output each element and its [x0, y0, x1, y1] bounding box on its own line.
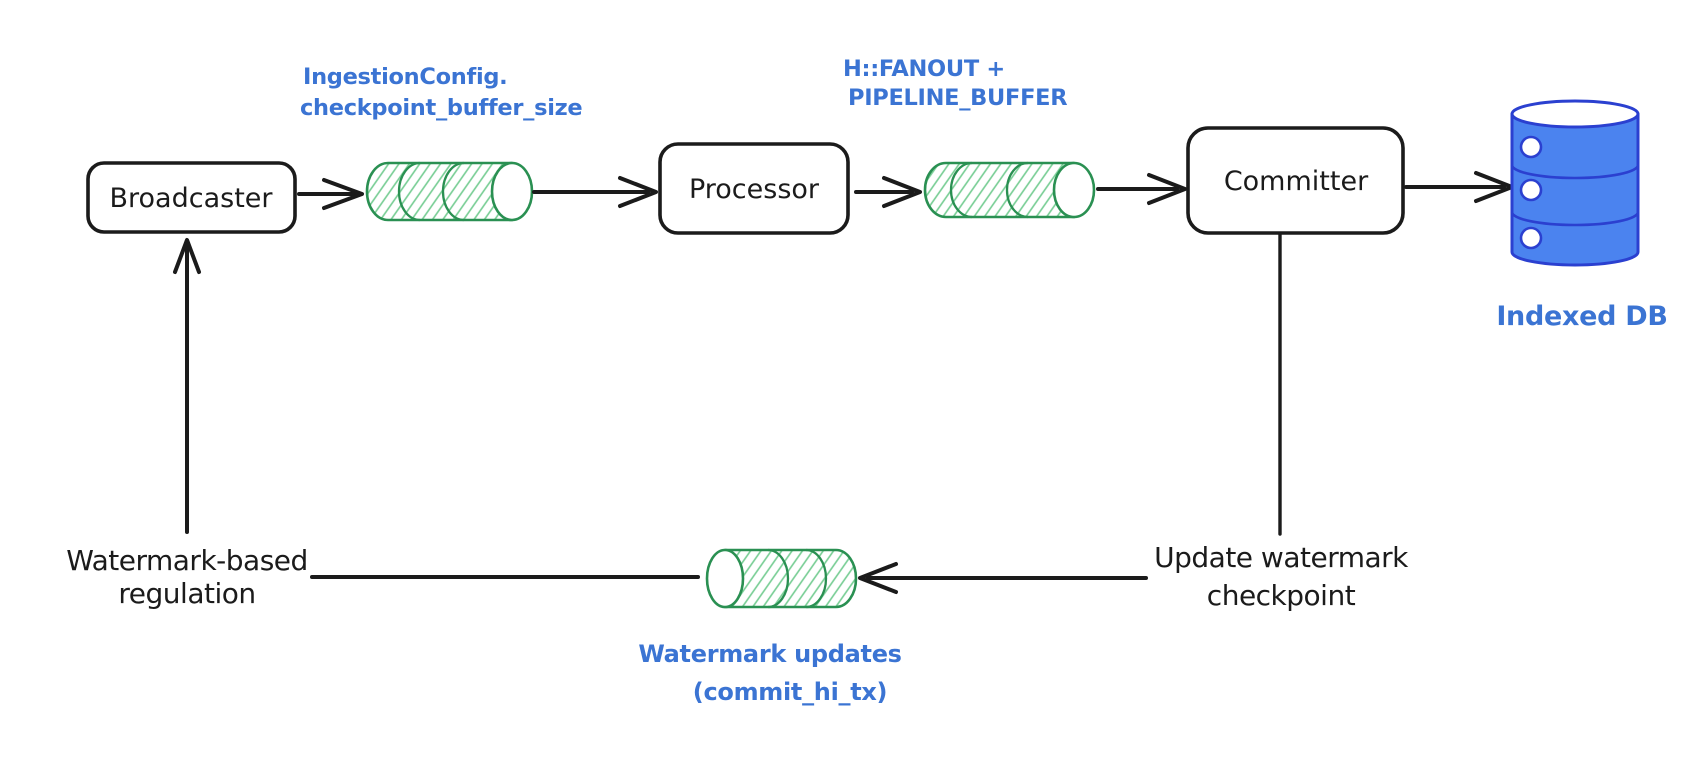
arrow-regulation-to-broadcaster [173, 238, 201, 534]
buffer1-cylinder [365, 161, 534, 222]
buffer2-annotation: H::FANOUT + PIPELINE_BUFFER [843, 56, 1068, 111]
arrow-checkpoint-to-watermark-buffer [858, 562, 1148, 594]
watermark-updates-line1: Watermark updates [638, 640, 901, 668]
arrowhead-right-icon [618, 176, 658, 208]
processor-node: Processor [658, 142, 850, 235]
watermark-buffer-cylinder [705, 548, 858, 609]
arrowhead-right-icon [1147, 173, 1187, 205]
watermark-updates-label: Watermark updates (commit_hi_tx) [638, 640, 902, 706]
committer-label: Committer [1224, 166, 1369, 197]
db-dot-icon [1519, 178, 1543, 202]
arrowhead-right-icon [882, 176, 922, 208]
db-dot-icon [1519, 226, 1543, 250]
buffer1-annotation-line2: checkpoint_buffer_size [300, 95, 582, 121]
db-dot-icon [1519, 135, 1543, 159]
buffer2-annotation-line1: H::FANOUT + [843, 56, 1005, 82]
regulation-line2: regulation [118, 577, 255, 610]
arrow-committer-to-db [1404, 171, 1514, 203]
processor-label: Processor [689, 174, 820, 205]
buffer1-annotation-line1: IngestionConfig. [303, 64, 507, 90]
update-checkpoint-line1: Update watermark [1154, 541, 1409, 574]
update-checkpoint-label: Update watermark checkpoint [1154, 541, 1410, 612]
buffer2-cylinder [923, 161, 1096, 219]
update-checkpoint-line2: checkpoint [1207, 579, 1356, 612]
arrow-broadcaster-to-buffer1 [297, 178, 364, 210]
watermark-updates-line2: (commit_hi_tx) [693, 678, 887, 706]
arrow-processor-to-buffer2 [854, 176, 922, 208]
arrowhead-left-icon [858, 562, 898, 594]
indexed-db-label: Indexed DB [1496, 301, 1667, 332]
arrow-buffer1-to-processor [532, 176, 658, 208]
arrowhead-right-icon [322, 178, 364, 210]
arrow-buffer2-to-committer [1096, 173, 1187, 205]
regulation-label: Watermark-based regulation [66, 544, 308, 610]
regulation-line1: Watermark-based [66, 544, 308, 577]
indexed-db-cylinder [1510, 99, 1640, 267]
committer-node: Committer [1186, 126, 1405, 235]
buffer2-annotation-line2: PIPELINE_BUFFER [848, 85, 1067, 111]
arrowhead-up-icon [173, 238, 201, 274]
broadcaster-node: Broadcaster [86, 161, 297, 234]
buffer1-annotation: IngestionConfig. checkpoint_buffer_size [300, 64, 583, 121]
broadcaster-label: Broadcaster [110, 183, 274, 214]
